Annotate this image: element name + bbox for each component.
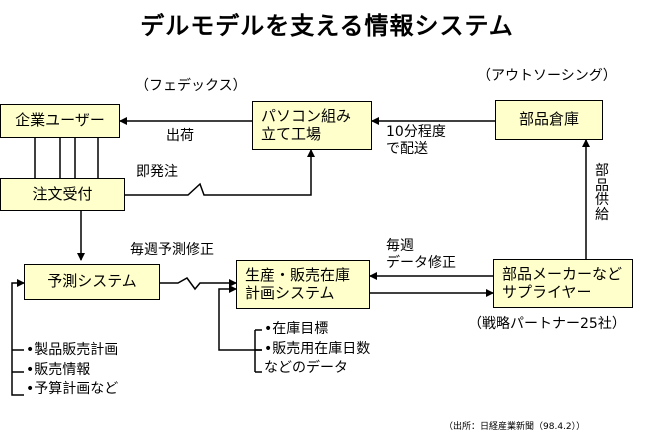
weekly-data-line-1: 毎週 xyxy=(386,238,414,254)
assembly-factory-line-1: パソコン組み xyxy=(261,107,352,126)
arrow-order-to-factory xyxy=(125,149,315,196)
weekly-forecast-label: 毎週予測修正 xyxy=(130,242,214,258)
forecast-input-item: •予算計画など xyxy=(26,381,119,398)
enterprise-users-box: 企業ユーザー xyxy=(0,104,120,138)
fedex-label: （フェデックス） xyxy=(135,78,247,94)
immediate-order-label: 即発注 xyxy=(136,164,178,180)
assembly-factory-box: パソコン組み 立て工場 xyxy=(252,101,372,150)
weekly-data-label: 毎週 データ修正 xyxy=(386,238,456,272)
outsourcing-label: （アウトソーシング） xyxy=(477,68,617,84)
parts-suppliers-line-2: サプライヤー xyxy=(502,282,592,301)
delivery-line-1: 10分程度 xyxy=(386,124,446,140)
arrow-inputs-to-forecast xyxy=(11,279,25,396)
order-receipt-label: 注文受付 xyxy=(32,184,93,203)
order-receipt-box: 注文受付 xyxy=(0,178,125,211)
forecast-inputs-list: •製品販売計画 •販売情報 •予算計画など xyxy=(26,341,118,400)
arrow-forecast-to-planning xyxy=(160,277,237,291)
production-planning-line-1: 生産・販売在庫 xyxy=(245,266,351,285)
shipment-label: 出荷 xyxy=(166,128,194,144)
weekly-data-line-2: データ修正 xyxy=(386,254,456,271)
strategic-partners-label: （戦略パートナー25社） xyxy=(468,316,626,332)
source-credit: （出所：日経産業新聞（98.4.2）） xyxy=(444,422,586,432)
parts-warehouse-label: 部品倉庫 xyxy=(518,110,579,129)
forecast-system-label: 予測システム xyxy=(47,272,137,291)
forecast-input-item: •販売情報 xyxy=(26,361,91,378)
delivery-label: 10分程度 で配送 xyxy=(386,124,446,158)
parts-warehouse-box: 部品倉庫 xyxy=(495,100,603,140)
planning-output-item: などのデータ xyxy=(264,360,348,377)
planning-outputs-list: •在庫目標 •販売用在庫日数 などのデータ xyxy=(264,320,370,379)
parts-suppliers-line-1: 部品メーカーなど xyxy=(502,265,623,284)
parts-suppliers-box: 部品メーカーなど サプライヤー xyxy=(493,259,633,308)
assembly-factory-line-2: 立て工場 xyxy=(261,124,322,143)
diagram-title: デルモデルを支える情報システム xyxy=(140,12,514,40)
arrow-outputs-to-planning xyxy=(218,285,262,351)
planning-output-item: •販売用在庫日数 xyxy=(264,340,371,357)
enterprise-users-label: 企業ユーザー xyxy=(15,111,105,130)
parts-supply-label: 部品供給 xyxy=(595,163,609,224)
delivery-line-2: で配送 xyxy=(386,140,428,157)
production-planning-line-2: 計画システム xyxy=(245,283,335,302)
forecast-input-item: •製品販売計画 xyxy=(26,342,119,358)
production-planning-box: 生産・販売在庫 計画システム xyxy=(236,260,370,309)
forecast-system-box: 予測システム xyxy=(24,264,160,300)
planning-output-item: •在庫目標 xyxy=(264,321,329,337)
